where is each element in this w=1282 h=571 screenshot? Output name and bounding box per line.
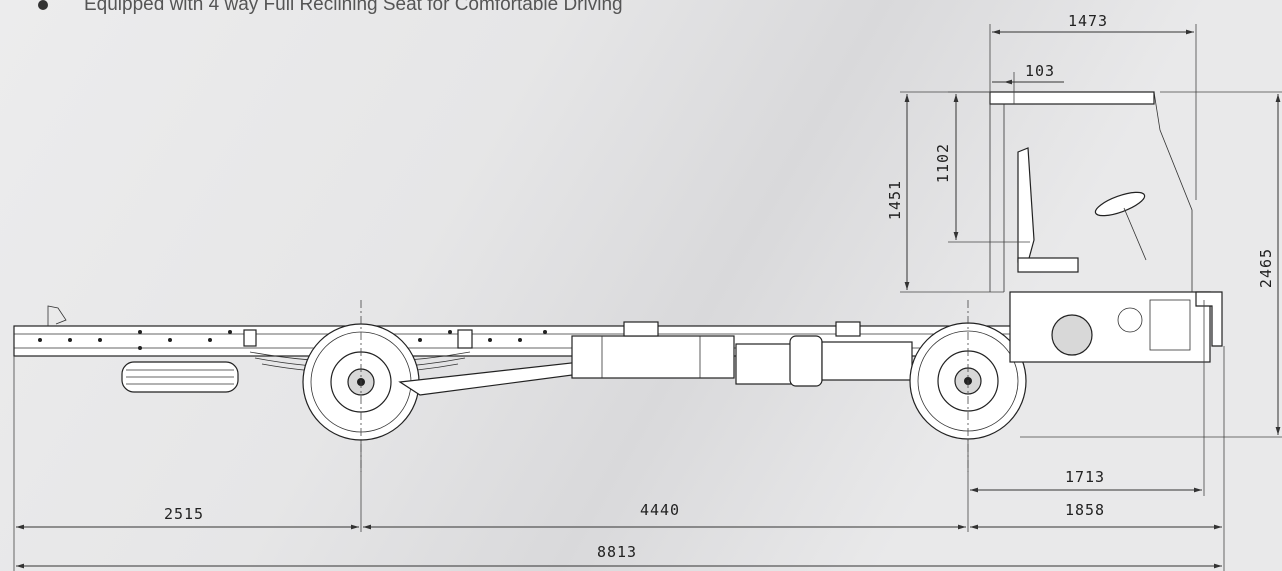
extension-lines (13, 24, 1282, 571)
dim-front-overhang-label: 1858 (1065, 501, 1105, 519)
truck-chassis (13, 91, 1223, 441)
dim-seat-height-label: 1102 (934, 143, 952, 183)
dimension-lines (16, 29, 1281, 569)
engine (1009, 291, 1211, 363)
tow-hook (47, 305, 67, 326)
front-bracket (1195, 291, 1223, 347)
bracket (243, 329, 257, 347)
dim-front-inner-label: 1713 (1065, 468, 1105, 486)
frame-holes (38, 330, 547, 350)
dim-overall-length-label: 8813 (597, 543, 637, 561)
dim-cab-height-label: 1451 (886, 180, 904, 220)
feature-text: Equipped with 4 way Full Reclining Seat … (84, 0, 623, 15)
dim-rear-overhang-label: 2515 (164, 505, 204, 523)
driver-seat (1017, 147, 1035, 263)
bullet-icon (38, 0, 48, 10)
steering-wheel (1094, 191, 1146, 217)
dim-wheelbase-label: 4440 (640, 501, 680, 519)
drive-shaft (398, 361, 581, 396)
component-box (821, 341, 913, 381)
dim-cab-length-label: 1473 (1068, 12, 1108, 30)
dim-cab-offset-label: 103 (1025, 62, 1055, 80)
feature-bullet-item: Equipped with 4 way Full Reclining Seat … (38, 0, 623, 18)
seat-cushion (1017, 257, 1079, 273)
battery-box (735, 343, 795, 385)
dimension-labels: 1473 103 1451 1102 2465 1713 2515 4440 1… (164, 12, 1275, 561)
air-tank (789, 335, 823, 387)
dim-overall-height-label: 2465 (1257, 248, 1275, 288)
fuel-tank (571, 335, 735, 379)
